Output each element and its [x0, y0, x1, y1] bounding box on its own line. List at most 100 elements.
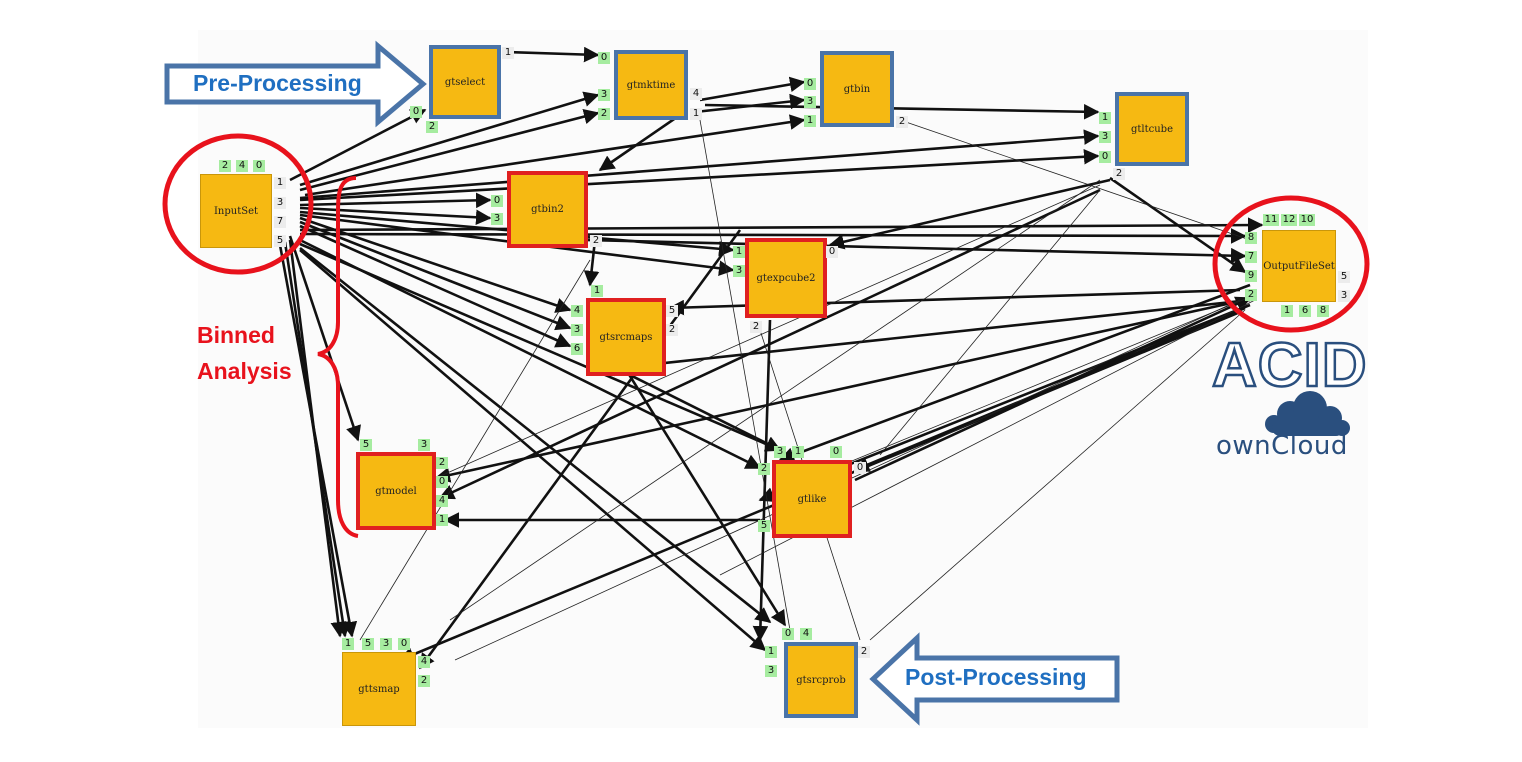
binned-label-line2: Analysis: [197, 358, 292, 384]
node-gtselect[interactable]: gtselect: [429, 45, 501, 119]
port-out[interactable]: 7: [274, 216, 286, 228]
port-in[interactable]: 5: [362, 638, 374, 650]
port-out[interactable]: 0: [854, 462, 866, 474]
connection-edge: [598, 298, 1251, 377]
node-gtltcube[interactable]: gtltcube: [1115, 92, 1189, 166]
port-out[interactable]: 0: [826, 246, 838, 258]
port-in[interactable]: 3: [765, 665, 777, 677]
connection-edge: [299, 246, 772, 624]
port-in[interactable]: 3: [418, 439, 430, 451]
port-in[interactable]: 1: [1099, 112, 1111, 124]
node-gtexpcube2[interactable]: gtexpcube2: [745, 238, 827, 318]
port-in[interactable]: 3: [380, 638, 392, 650]
port-out[interactable]: 1: [274, 177, 286, 189]
port-in[interactable]: 0: [410, 106, 422, 118]
port-in[interactable]: 2: [598, 108, 610, 120]
port-in[interactable]: 1: [436, 514, 448, 526]
connection-edge: [299, 192, 492, 209]
port-in[interactable]: 4: [800, 628, 812, 640]
post-processing-label: Post-Processing: [905, 664, 1087, 690]
port-in[interactable]: 6: [1299, 305, 1311, 317]
node-label: gtbin2: [531, 204, 564, 215]
connection-edge: [583, 239, 600, 287]
port-in[interactable]: 2: [418, 675, 430, 687]
node-gtmodel[interactable]: gtmodel: [356, 452, 436, 530]
port-in[interactable]: 1: [792, 446, 804, 458]
port-in[interactable]: 0: [398, 638, 410, 650]
port-in[interactable]: 4: [418, 656, 430, 668]
node-gtbin[interactable]: gtbin: [820, 51, 894, 127]
connection-edge: [288, 235, 361, 442]
connection-edge-thin: [419, 184, 1101, 486]
node-gtsrcmaps[interactable]: gtsrcmaps: [586, 298, 666, 376]
port-out[interactable]: 2: [666, 324, 678, 336]
node-gtlike[interactable]: gtlike: [772, 460, 852, 538]
node-outputfileset[interactable]: OutputFileSet: [1262, 230, 1336, 302]
port-in[interactable]: 6: [571, 343, 583, 355]
port-out[interactable]: 2: [1113, 168, 1125, 180]
node-gtmktime[interactable]: gtmktime: [614, 50, 688, 120]
port-in[interactable]: 12: [1281, 214, 1297, 226]
port-in[interactable]: 3: [1099, 131, 1111, 143]
port-out[interactable]: 5: [1338, 271, 1350, 283]
port-in[interactable]: 2: [219, 160, 231, 172]
port-in[interactable]: 1: [765, 646, 777, 658]
port-in[interactable]: 3: [598, 89, 610, 101]
port-in[interactable]: 1: [591, 285, 603, 297]
port-in[interactable]: 0: [1099, 151, 1111, 163]
port-in[interactable]: 1: [342, 638, 354, 650]
port-in[interactable]: 1: [733, 246, 745, 258]
connection-edge-thin: [879, 189, 1101, 456]
port-in[interactable]: 11: [1263, 214, 1279, 226]
port-in[interactable]: 0: [491, 195, 503, 207]
port-out[interactable]: 2: [590, 235, 602, 247]
port-in[interactable]: 2: [1245, 289, 1257, 301]
port-in[interactable]: 0: [830, 446, 842, 458]
port-in[interactable]: 3: [733, 265, 745, 277]
port-out[interactable]: 5: [666, 305, 678, 317]
node-label: OutputFileSet: [1263, 260, 1335, 272]
port-out[interactable]: 5: [274, 235, 286, 247]
binned-analysis-brace: [317, 176, 359, 538]
port-out[interactable]: 2: [896, 116, 908, 128]
port-in[interactable]: 2: [426, 121, 438, 133]
port-in[interactable]: 3: [491, 213, 503, 225]
node-inputset[interactable]: InputSet: [200, 174, 272, 248]
port-out[interactable]: 2: [750, 321, 762, 333]
port-in[interactable]: 4: [571, 305, 583, 317]
port-in[interactable]: 4: [436, 495, 448, 507]
port-out[interactable]: 3: [1338, 290, 1350, 302]
port-in[interactable]: 0: [782, 628, 794, 640]
port-in[interactable]: 1: [1281, 305, 1293, 317]
port-in[interactable]: 2: [758, 463, 770, 475]
connection-edge: [853, 306, 1246, 472]
port-in[interactable]: 0: [598, 52, 610, 64]
port-in[interactable]: 8: [1245, 232, 1257, 244]
port-in[interactable]: 4: [236, 160, 248, 172]
port-in[interactable]: 0: [804, 78, 816, 90]
node-gtsrcprob[interactable]: gtsrcprob: [784, 642, 858, 718]
port-in[interactable]: 0: [436, 476, 448, 488]
node-label: gtselect: [444, 76, 486, 88]
port-in[interactable]: 1: [804, 115, 816, 127]
port-in[interactable]: 7: [1245, 251, 1257, 263]
port-in[interactable]: 3: [774, 446, 786, 458]
port-in[interactable]: 9: [1245, 270, 1257, 282]
port-out[interactable]: 3: [274, 197, 286, 209]
port-in[interactable]: 3: [804, 96, 816, 108]
port-out[interactable]: 2: [858, 646, 870, 658]
port-out[interactable]: 1: [502, 47, 514, 59]
port-in[interactable]: 10: [1299, 214, 1315, 226]
port-in[interactable]: 5: [360, 439, 372, 451]
port-in[interactable]: 0: [253, 160, 265, 172]
port-in[interactable]: 2: [436, 457, 448, 469]
connection-edge: [299, 228, 1247, 244]
port-in[interactable]: 5: [758, 520, 770, 532]
port-in[interactable]: 8: [1317, 305, 1329, 317]
port-in[interactable]: 3: [571, 324, 583, 336]
node-gttsmap[interactable]: gttsmap: [342, 652, 416, 726]
port-out[interactable]: 4: [690, 88, 702, 100]
node-gtbin2[interactable]: gtbin2: [507, 171, 588, 248]
connection-edge: [299, 91, 600, 187]
port-out[interactable]: 1: [690, 108, 702, 120]
